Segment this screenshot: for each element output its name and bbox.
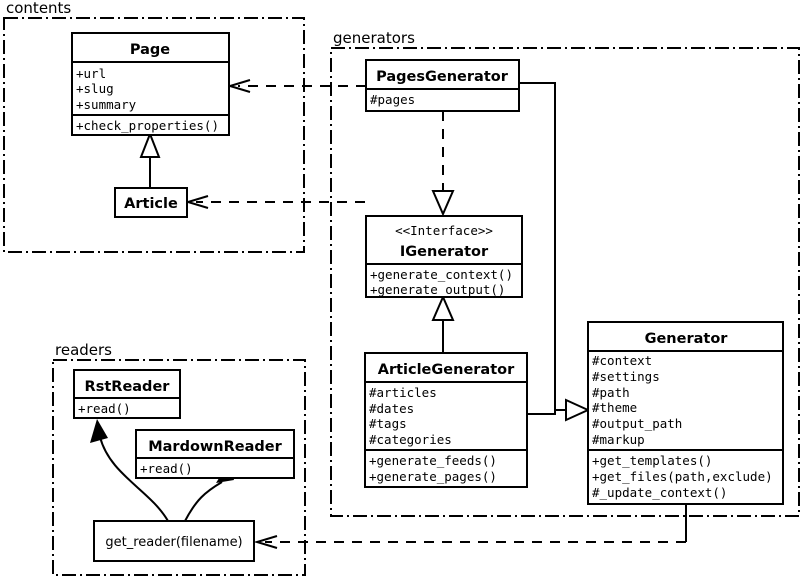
class-generator-attribute: #theme — [592, 400, 637, 415]
class-generator-attribute: #settings — [592, 369, 660, 384]
class-igenerator-method: +generate_context() — [370, 267, 513, 282]
class-page-box — [71, 32, 230, 136]
curved-arrowhead — [90, 419, 108, 443]
class-articlegenerator[interactable]: ArticleGenerator #articles #dates #tags … — [364, 352, 528, 488]
class-pagesgenerator-attribute: #pages — [370, 92, 415, 107]
class-articlegenerator-attribute: #articles — [369, 385, 437, 400]
class-pagesgenerator[interactable]: PagesGenerator #pages — [365, 59, 520, 112]
generalization-arrowhead — [139, 131, 161, 158]
class-article-name: Article — [124, 196, 178, 212]
class-page[interactable]: Page +url +slug +summary +check_properti… — [71, 32, 230, 136]
class-mardownreader-box — [135, 429, 295, 479]
class-article-box — [114, 187, 188, 218]
class-articlegenerator-attribute: #tags — [369, 416, 407, 431]
function-get-reader-label: get_reader(filename) — [105, 535, 242, 550]
relation-pagesgenerator-to-igenerator — [431, 111, 455, 217]
class-articlegenerator-box — [364, 352, 528, 488]
class-rstreader-method: +read() — [78, 401, 131, 416]
generalization-arrowhead — [565, 398, 591, 422]
class-igenerator-method: +generate_output() — [370, 282, 505, 297]
class-igenerator-stereotype: <<Interface>> — [395, 223, 493, 238]
class-page-name: Page — [130, 42, 170, 58]
function-get-reader[interactable]: get_reader(filename) — [93, 520, 255, 562]
class-rstreader[interactable]: RstReader +read() — [73, 369, 181, 419]
class-generator-attribute: #context — [592, 353, 652, 368]
package-contents-label: contents — [6, 0, 71, 17]
function-get-reader-box — [93, 520, 255, 562]
class-mardownreader[interactable]: MardownReader +read() — [135, 429, 295, 479]
relation-pagesgenerator-to-page — [226, 79, 366, 93]
class-igenerator-box — [365, 215, 523, 298]
class-generator-method: +get_templates() — [592, 453, 712, 468]
relation-articlegenerator-to-generator — [527, 398, 591, 422]
package-contents-border — [3, 17, 305, 253]
package-readers-label: readers — [55, 341, 112, 359]
relation-articlegenerator-to-igenerator — [431, 294, 455, 353]
class-page-attribute: +url — [76, 66, 106, 81]
generalization-arrowhead — [431, 294, 455, 321]
class-page-attribute: +slug — [76, 81, 114, 96]
class-mardownreader-method: +read() — [140, 461, 193, 476]
package-generators: generators — [330, 29, 800, 517]
class-articlegenerator-method: +generate_pages() — [369, 469, 497, 484]
class-articlegenerator-name: ArticleGenerator — [378, 362, 515, 378]
class-generator-attribute: #output_path — [592, 416, 682, 431]
relation-getreader-to-rstreader — [90, 419, 169, 522]
class-articlegenerator-attribute: #categories — [369, 432, 452, 447]
package-contents: contents — [3, 0, 305, 253]
curved-line — [184, 481, 223, 522]
package-readers: readers — [52, 341, 306, 576]
class-igenerator[interactable]: <<Interface>> IGenerator +generate_conte… — [365, 215, 523, 298]
class-generator-attribute: #markup — [592, 432, 645, 447]
class-rstreader-name: RstReader — [85, 379, 171, 395]
class-generator-attribute: #path — [592, 385, 630, 400]
class-generator-box — [587, 321, 784, 505]
class-generator[interactable]: Generator #context #settings #path #them… — [587, 321, 784, 505]
class-generator-name: Generator — [645, 331, 729, 347]
class-pagesgenerator-box — [365, 59, 520, 112]
class-article[interactable]: Article — [114, 187, 188, 218]
realization-arrowhead — [431, 190, 455, 217]
class-igenerator-name: IGenerator — [400, 244, 489, 260]
class-rstreader-box — [73, 369, 181, 419]
curved-line — [99, 436, 169, 522]
package-readers-border — [52, 359, 306, 576]
relation-article-to-page — [139, 131, 161, 188]
class-page-method: +check_properties() — [76, 118, 219, 133]
class-pagesgenerator-name: PagesGenerator — [376, 69, 509, 85]
relation-generator-to-getreader — [253, 504, 687, 549]
class-generator-method: +get_files(path,exclude) — [592, 469, 773, 484]
generalization-line — [527, 409, 568, 415]
class-articlegenerator-attribute: #dates — [369, 401, 414, 416]
package-generators-label: generators — [333, 29, 415, 47]
class-mardownreader-name: MardownReader — [148, 439, 282, 455]
package-generators-border — [330, 47, 800, 517]
class-articlegenerator-method: +generate_feeds() — [369, 453, 497, 468]
relation-articlegenerator-to-article — [184, 195, 365, 209]
dependency-arrowhead — [253, 535, 278, 549]
class-generator-method: #_update_context() — [592, 485, 727, 500]
class-page-attribute: +summary — [76, 97, 137, 112]
